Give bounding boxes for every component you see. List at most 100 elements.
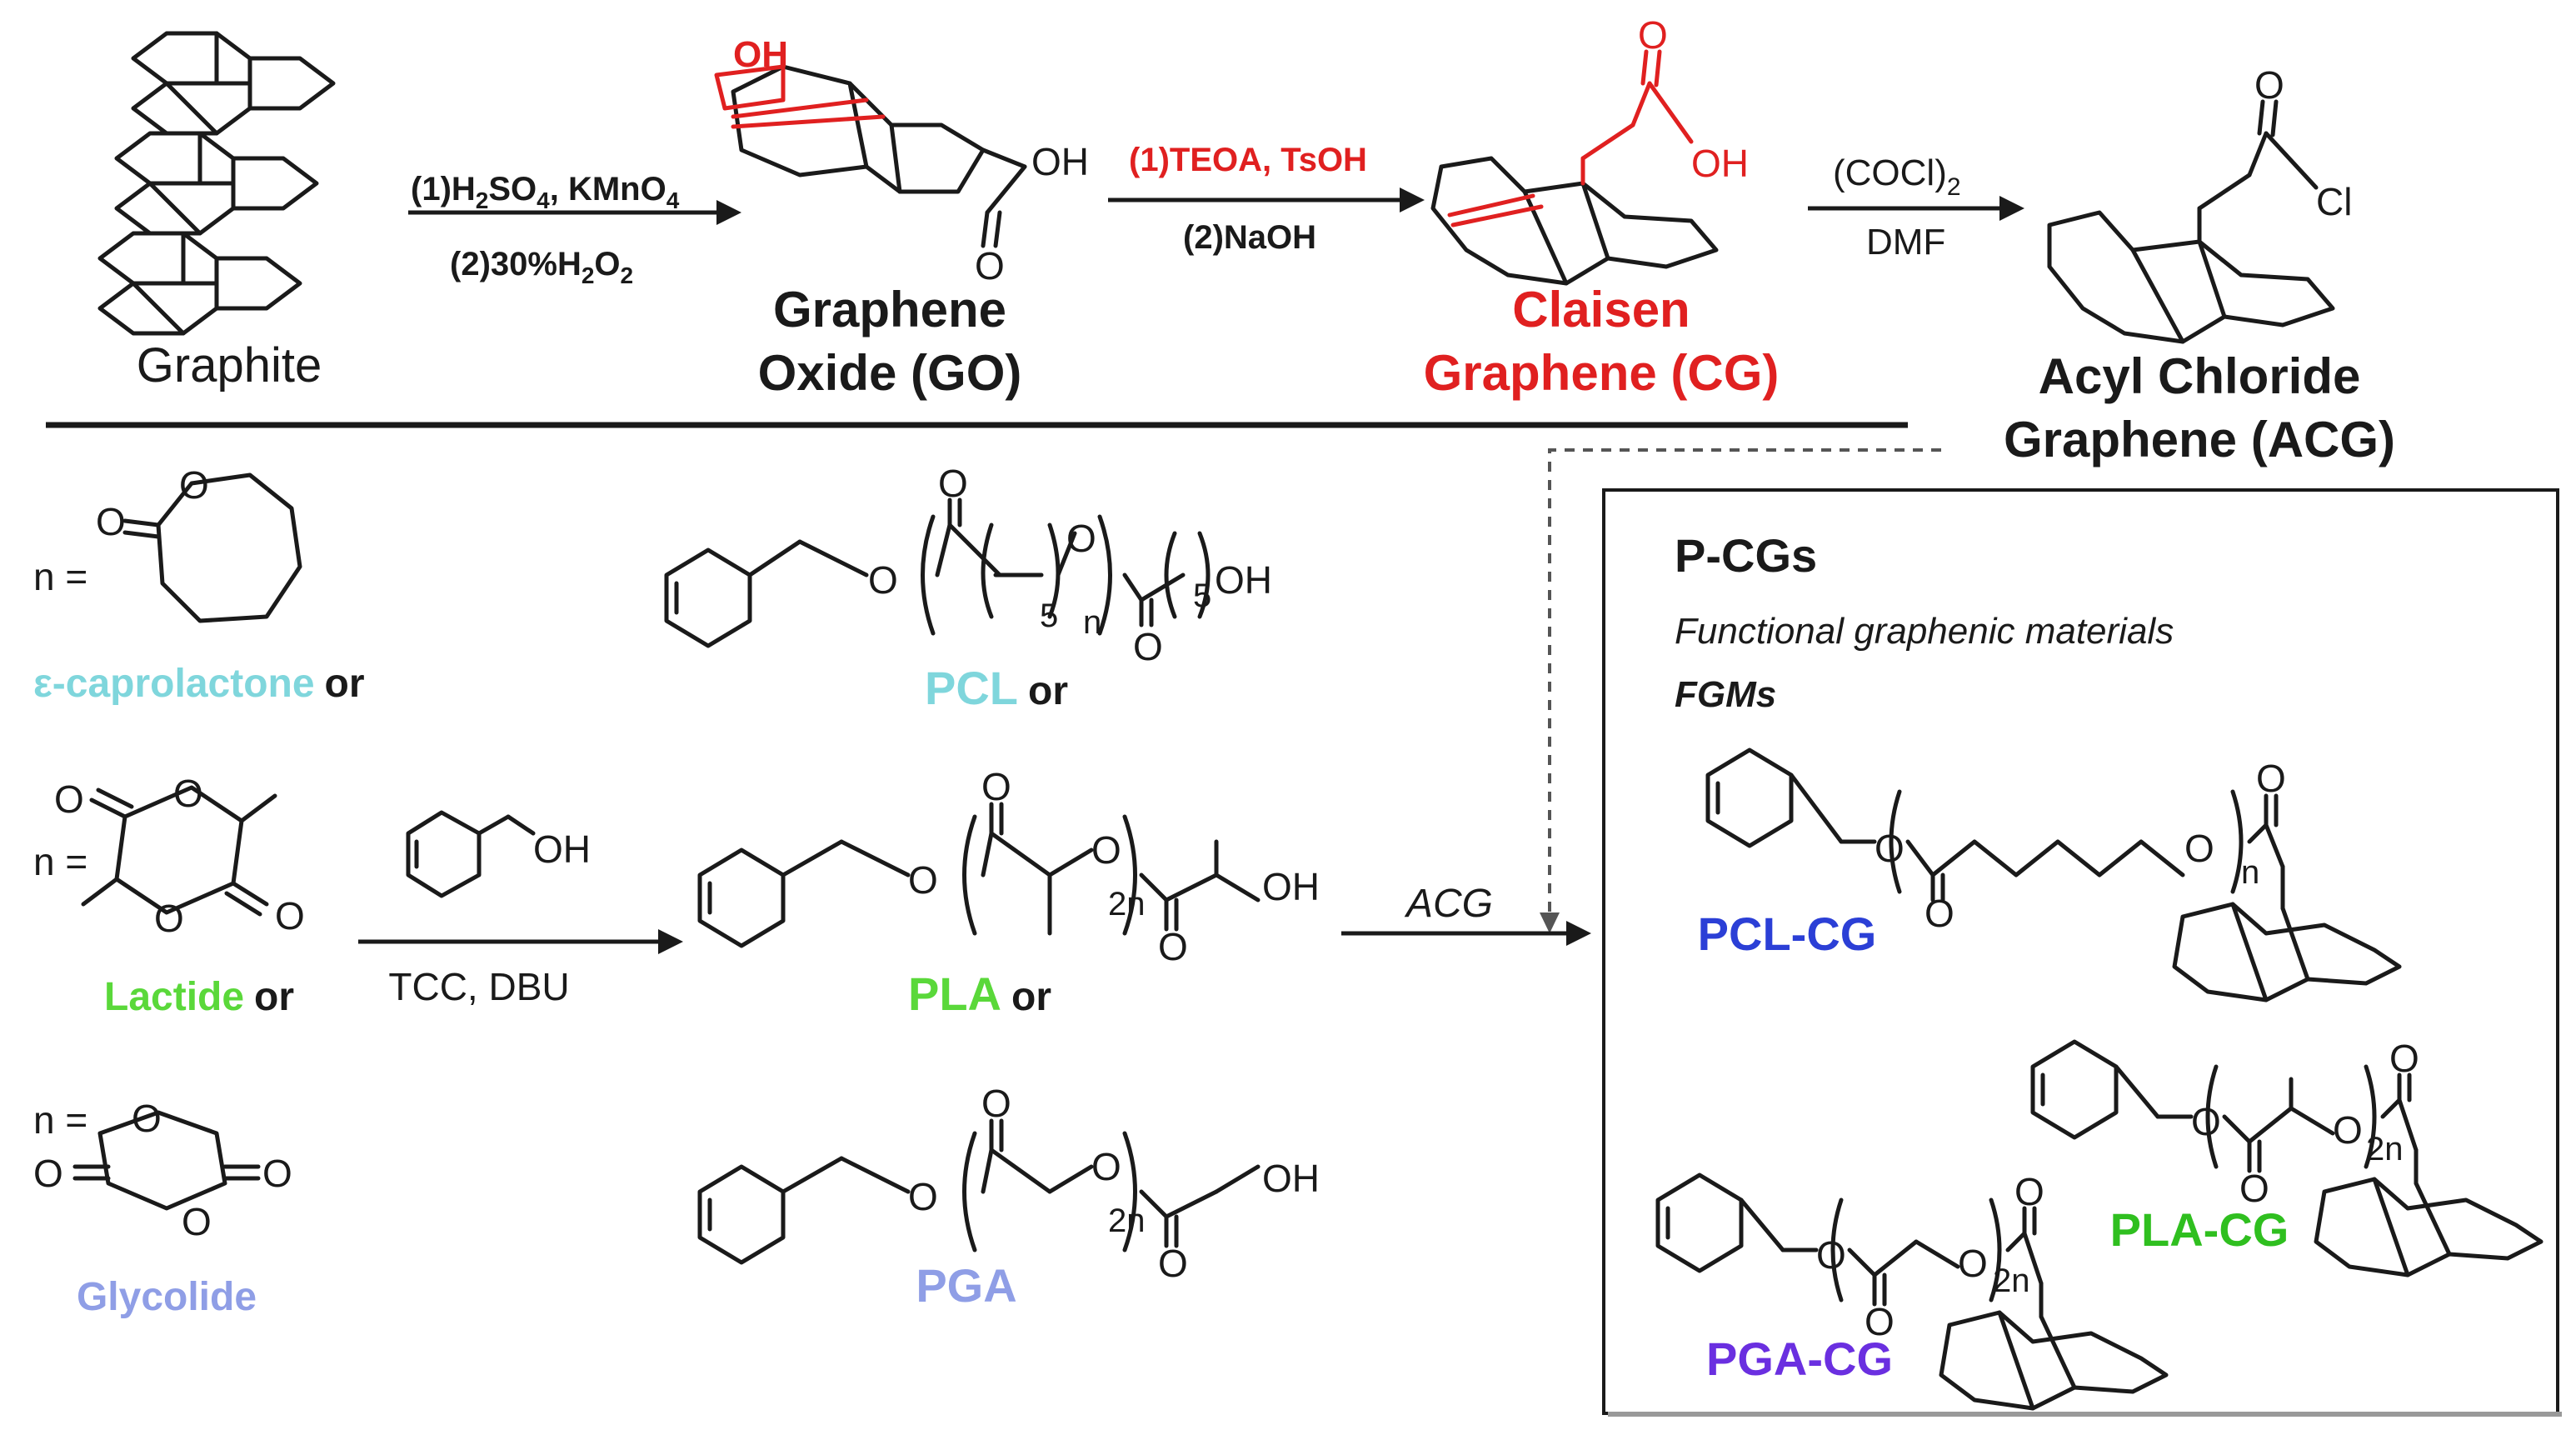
glycolide-label: Glycolide: [77, 1275, 257, 1319]
pga-cg-o1: O: [1816, 1233, 1846, 1277]
pcl-cg-label: PCL-CG: [1698, 908, 1877, 960]
arrow-step3: [1808, 196, 2024, 221]
pga-o2: O: [981, 1082, 1011, 1125]
pla-cg-label: PLA-CG: [2110, 1203, 2289, 1256]
pga-cg-o3: O: [1958, 1242, 1988, 1285]
n-eq-3: n =: [33, 1098, 87, 1142]
box-subtitle: Functional graphenic materials: [1675, 611, 2174, 652]
pcl-sub5-b: 5: [1193, 578, 1211, 614]
step2-conditions-a: (1)TEOA, TsOH: [1129, 142, 1367, 178]
box-abbr: FGMs: [1675, 674, 1776, 715]
pla-cg-sub-2n: 2n: [2366, 1131, 2404, 1168]
pcl-o1: O: [868, 558, 898, 602]
rop-catalyst: TCC, DBU: [388, 965, 569, 1008]
acyl-chloride-graphene-structure: [2047, 99, 2335, 344]
pga-o1: O: [908, 1175, 938, 1218]
pcl-cg-structure: [1705, 748, 2402, 1002]
cg-label-line1: Claisen: [1512, 282, 1690, 338]
pla-o3: O: [1091, 828, 1121, 872]
lactide-structure: [81, 785, 277, 917]
pla-o4: O: [1158, 925, 1188, 968]
acg-arrow-label: ACG: [1404, 882, 1493, 926]
pga-structure: [697, 1118, 1261, 1265]
pga-cg-o4: O: [2014, 1170, 2044, 1213]
pcl-structure: [664, 498, 1211, 648]
benzyl-alcohol-structure: [406, 810, 536, 898]
pla-sub-2n: 2n: [1108, 886, 1146, 922]
glycolide-o-left: O: [33, 1152, 63, 1195]
go-label-line2: Oxide (GO): [758, 345, 1022, 401]
pga-label: PGA: [916, 1259, 1016, 1312]
pcl-cg-o1: O: [1875, 827, 1905, 870]
pga-cg-structure: [1655, 1172, 2169, 1411]
initiator-oh: OH: [533, 828, 591, 871]
go-oh: OH: [1031, 140, 1089, 183]
go-oh-top: OH: [733, 34, 788, 75]
pla-oh: OH: [1262, 865, 1320, 908]
step2-conditions-b: (2)NaOH: [1183, 219, 1316, 256]
pla-cg-o1: O: [2191, 1100, 2221, 1143]
pla-o2: O: [981, 765, 1011, 808]
cg-oh: OH: [1691, 142, 1749, 185]
caprolactone-structure: [122, 472, 302, 623]
n-eq-2: n =: [33, 840, 87, 883]
glycolide-o-bottom: O: [182, 1200, 212, 1243]
pcl-oh: OH: [1215, 558, 1272, 602]
pga-sub-2n: 2n: [1108, 1202, 1146, 1239]
step1-conditions-a: (1)H2SO4, KMnO4: [411, 171, 680, 213]
pga-oh: OH: [1262, 1157, 1320, 1200]
pcl-o2: O: [938, 462, 968, 505]
go-o: O: [975, 244, 1005, 288]
p-cgs-box-shadow: [1608, 1412, 2562, 1417]
lactide-o-bottom: O: [154, 897, 184, 940]
acg-label-line1: Acyl Chloride: [2039, 348, 2361, 404]
pla-structure: [697, 802, 1261, 948]
pla-cg-o2: O: [2239, 1167, 2269, 1210]
box-title: P-CGs: [1675, 529, 1817, 582]
arrow-rop: [358, 929, 683, 954]
pcl-cg-o4: O: [2256, 757, 2286, 800]
pcl-sub-n: n: [1083, 604, 1101, 641]
arrow-step1: [408, 200, 741, 225]
graphene-oxide-structure: [731, 64, 1027, 248]
pga-cg-sub-2n: 2n: [1993, 1262, 2030, 1299]
pcl-sub5-a: 5: [1040, 598, 1058, 634]
cg-red-bonds: [1447, 49, 1694, 228]
lactide-o-left: O: [54, 778, 84, 821]
acg-o: O: [2254, 63, 2284, 107]
dashed-connector: [1548, 448, 1941, 917]
pla-cg-o4: O: [2389, 1037, 2419, 1080]
lactide-o-right: O: [275, 894, 305, 938]
pga-cg-label: PGA-CG: [1706, 1332, 1893, 1385]
glycolide-o-top: O: [132, 1097, 162, 1140]
dashed-connector-head: [1540, 912, 1560, 933]
pga-cg-o2: O: [1865, 1300, 1895, 1343]
pga-o4: O: [1158, 1242, 1188, 1285]
cg-o: O: [1638, 13, 1668, 57]
step3-conditions-a: (COCl)2: [1833, 152, 1961, 201]
n-eq-1: n =: [33, 555, 87, 598]
step3-conditions-b: DMF: [1866, 222, 1945, 262]
acg-label-line2: Graphene (ACG): [2004, 412, 2395, 468]
cg-label-line2: Graphene (CG): [1424, 345, 1780, 401]
pcl-cg-o2: O: [1925, 892, 1954, 935]
glycolide-o-right: O: [262, 1152, 292, 1195]
pla-cg-o3: O: [2333, 1108, 2363, 1152]
arrow-acg: [1341, 921, 1591, 946]
caprolactone-o-carbonyl: O: [96, 500, 126, 543]
glycolide-structure: [72, 1110, 261, 1211]
graphite-structure: [97, 31, 336, 336]
pga-o3: O: [1091, 1145, 1121, 1188]
p-cgs-box: [1602, 488, 2559, 1415]
pcl-cg-o3: O: [2184, 827, 2214, 870]
go-label-line1: Graphene: [773, 282, 1006, 338]
graphite-label: Graphite: [137, 338, 322, 392]
caprolactone-o-ring: O: [179, 463, 209, 507]
acg-cl: Cl: [2316, 180, 2352, 223]
lactide-o-top: O: [173, 772, 203, 815]
